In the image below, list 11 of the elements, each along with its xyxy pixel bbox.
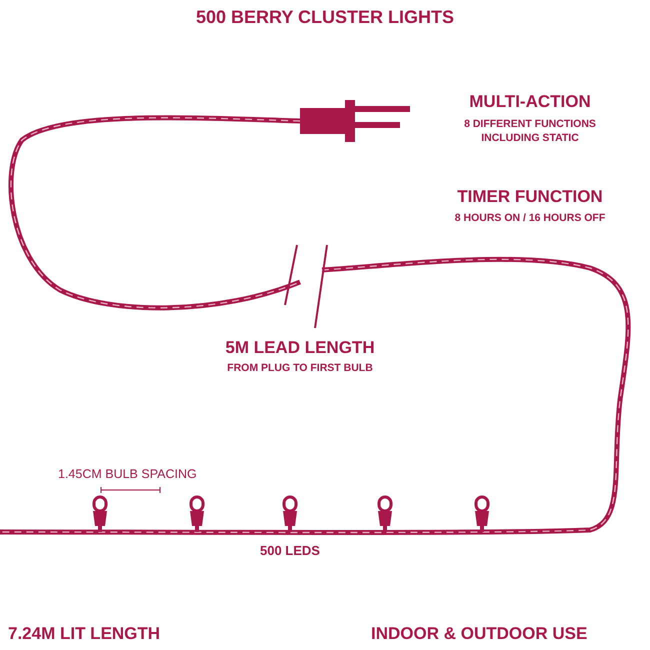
feature-heading: TIMER FUNCTION xyxy=(457,187,603,207)
count-label: 500 LEDS xyxy=(260,543,320,558)
feature-heading: MULTI-ACTION xyxy=(469,92,591,112)
feature-description: 8 HOURS ON / 16 HOURS OFF xyxy=(454,212,606,224)
title: 500 BERRY CLUSTER LIGHTS xyxy=(194,7,456,28)
dimension-label: 1.45CM BULB SPACING xyxy=(58,467,197,481)
feature-label: INDOOR & OUTDOOR USE xyxy=(371,624,588,644)
dimension-description: FROM PLUG TO FIRST BULB xyxy=(227,362,373,374)
feature-description: 8 DIFFERENT FUNCTIONS INCLUDING STATIC xyxy=(463,118,597,146)
dimension-label: 5M LEAD LENGTH xyxy=(225,338,375,358)
dimension-label: 7.24M LIT LENGTH xyxy=(8,624,160,644)
